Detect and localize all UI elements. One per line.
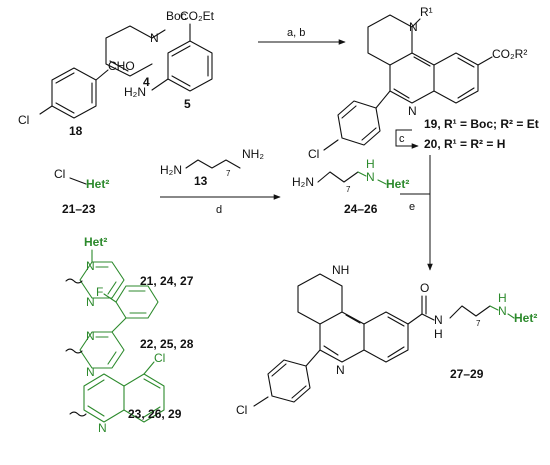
c27-cl: Cl (236, 403, 247, 417)
c13-nh2: NH₂ (242, 147, 264, 161)
fpyr-f: F (96, 285, 103, 299)
c20-label: 20, R¹ = R² = H (424, 137, 505, 151)
c13-label: 13 (194, 174, 208, 188)
c4-n: N (150, 31, 159, 45)
cond-d: d (216, 204, 222, 216)
c21-label: 21–23 (62, 202, 96, 216)
c19-cl: Cl (308, 147, 319, 161)
het-group: Het² N N 21, 24, 27 F N N 22, 25, 28 (65, 235, 194, 435)
c21-cl: Cl (54, 167, 65, 181)
c19-npyr: N (408, 104, 417, 118)
c19-co2r2: CO₂R² (492, 47, 527, 61)
arrow-ab: a, b (258, 27, 346, 45)
compound-27-29: NH O N H 7 H N Het² N Cl 27–29 (236, 263, 537, 417)
compound-18: CHO Cl 18 (18, 59, 135, 138)
compound-5: CO₂Et H₂N 5 (124, 9, 215, 111)
het-pyrimidine: N N 21, 24, 27 (65, 249, 194, 309)
c27-h-end: H (498, 291, 507, 305)
c19-nring: N (409, 20, 418, 34)
c4-boc: Boc (166, 9, 187, 23)
c13-repeat: 7 (226, 169, 231, 178)
pyr-label: 21, 24, 27 (140, 274, 194, 288)
c24-h: H (366, 157, 375, 171)
arrow-d: d (160, 194, 281, 216)
c19-r1: R¹ (420, 5, 433, 19)
fpyr-n1: N (86, 329, 95, 343)
c27-amide-n: N (434, 313, 443, 327)
c27-npyr: N (336, 363, 345, 377)
cond-c: c (399, 133, 405, 145)
c27-nh: NH (332, 263, 349, 277)
c27-o: O (420, 281, 429, 295)
arrow-e: e (400, 155, 433, 271)
quin-label: 23, 26, 29 (128, 407, 182, 421)
pyr-n1: N (86, 259, 95, 273)
het-chloroquinoline: Cl N 23, 26, 29 (69, 351, 182, 435)
c19-label: 19, R¹ = Boc; R² = Et (424, 117, 539, 131)
c4-label: 4 (143, 75, 150, 89)
c18-cl: Cl (18, 113, 29, 127)
c5-amine: H₂N (124, 85, 146, 99)
c24-het: Het² (386, 177, 409, 191)
c27-n-end: N (498, 304, 507, 318)
c27-repeat: 7 (476, 319, 481, 328)
het-fluorophenyl-pyrimidine: F N N 22, 25, 28 (65, 285, 194, 379)
c5-label: 5 (184, 97, 191, 111)
quin-n: N (98, 421, 107, 435)
compound-19-20: N R¹ CO₂R² N Cl 19, R¹ = Boc; R² = Et 20… (308, 5, 539, 161)
fpyr-n2: N (86, 365, 95, 379)
cond-ab: a, b (287, 27, 305, 39)
c21-het: Het² (86, 177, 109, 191)
pyr-n2: N (86, 295, 95, 309)
het-title: Het² (84, 235, 107, 249)
c18-label: 18 (69, 124, 83, 138)
c18-cho: CHO (108, 59, 135, 73)
compound-4: N Boc 4 (105, 9, 187, 89)
c27-het: Het² (514, 311, 537, 325)
c27-amide-h: H (434, 327, 443, 341)
c24-label: 24–26 (344, 202, 378, 216)
compound-24-26: H₂N 7 H N Het² 24–26 (292, 157, 409, 216)
compound-13: H₂N NH₂ 7 13 (160, 147, 264, 188)
quin-cl: Cl (154, 351, 165, 365)
cond-e: e (409, 201, 415, 213)
c24-repeat: 7 (346, 185, 351, 194)
c27-label: 27–29 (450, 367, 484, 381)
compound-21-23: Cl Het² 21–23 (54, 167, 109, 216)
fpyr-label: 22, 25, 28 (140, 337, 194, 351)
arrow-c: c (395, 129, 419, 149)
c13-h2n: H₂N (160, 163, 182, 177)
c24-n: N (366, 170, 375, 184)
c5-ester: CO₂Et (180, 9, 215, 23)
c24-h2n: H₂N (292, 175, 314, 189)
